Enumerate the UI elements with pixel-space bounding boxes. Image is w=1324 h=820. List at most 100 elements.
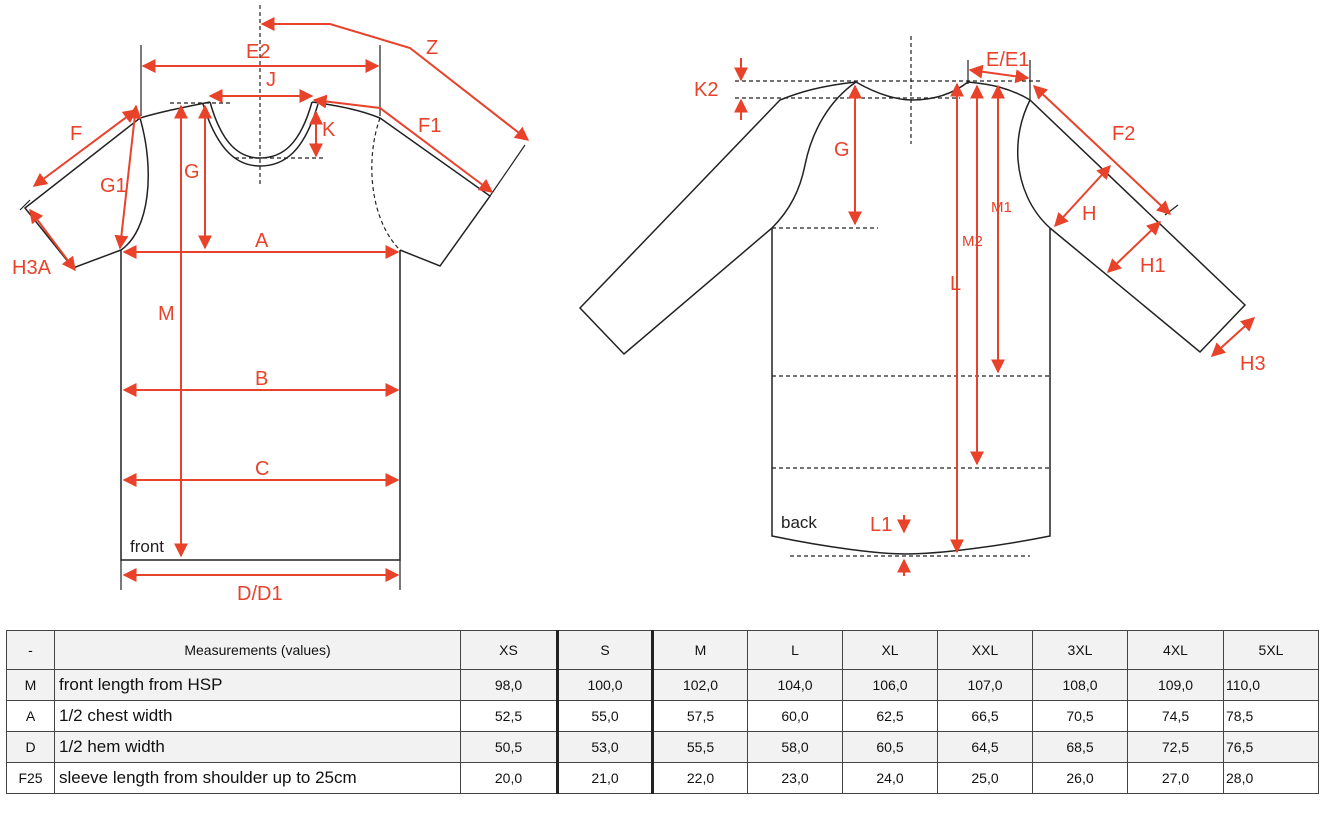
size-chart-table: - Measurements (values) XS S M L XL XXL … (6, 630, 1319, 794)
cell-value: 70,5 (1032, 700, 1128, 732)
cell-value: 50,5 (460, 731, 558, 763)
header-size: L (747, 630, 843, 670)
front-dimension-arrows (29, 17, 530, 582)
back-dimension-arrows (734, 58, 1256, 576)
cell-value: 68,5 (1032, 731, 1128, 763)
cell-value: 55,0 (556, 700, 653, 732)
front-right-armhole (371, 117, 401, 251)
cell-value: 62,5 (842, 700, 938, 732)
row-code: F25 (6, 762, 55, 794)
cell-value: 20,0 (460, 762, 558, 794)
front-body-outline (120, 250, 401, 561)
label-b: B (255, 368, 268, 390)
header-size: 4XL (1127, 630, 1224, 670)
header-code: - (6, 630, 55, 670)
row-code: D (6, 731, 55, 763)
cell-value: 22,0 (651, 762, 748, 794)
cell-value: 60,5 (842, 731, 938, 763)
label-f: F (70, 123, 82, 145)
label-e-e1: E/E1 (986, 49, 1029, 71)
back-left-sleeve (578, 81, 857, 356)
label-f2: F2 (1112, 123, 1135, 145)
cell-value: 64,5 (937, 731, 1033, 763)
header-size: M (651, 630, 748, 670)
label-front: front (130, 537, 164, 556)
cell-value: 23,0 (747, 762, 843, 794)
front-view: Z E2 J F F1 K G1 G A H3A M B C D/D1 fron… (12, 5, 530, 605)
cell-value: 107,0 (937, 669, 1033, 701)
cell-value: 58,0 (747, 731, 843, 763)
label-h: H (1082, 203, 1096, 225)
cell-value: 24,0 (842, 762, 938, 794)
label-k: K (322, 119, 336, 141)
header-description: Measurements (values) (54, 630, 461, 670)
label-a: A (255, 230, 269, 252)
back-body-outline (771, 228, 1051, 555)
header-size: XXL (937, 630, 1033, 670)
cell-value: 98,0 (460, 669, 558, 701)
cell-value: 106,0 (842, 669, 938, 701)
table-row: A 1/2 chest width 52,5 55,0 57,5 60,0 62… (6, 700, 1319, 732)
cell-value: 74,5 (1127, 700, 1224, 732)
cell-value: 28,0 (1223, 762, 1319, 794)
label-m: M (158, 303, 175, 325)
header-size: 3XL (1032, 630, 1128, 670)
cell-value: 26,0 (1032, 762, 1128, 794)
label-back: back (781, 513, 817, 532)
row-description: 1/2 chest width (54, 700, 461, 732)
table-row: F25 sleeve length from shoulder up to 25… (6, 762, 1319, 794)
cell-value: 66,5 (937, 700, 1033, 732)
cell-value: 27,0 (1127, 762, 1224, 794)
row-code: A (6, 700, 55, 732)
label-d-d1: D/D1 (237, 583, 283, 605)
label-g: G (184, 161, 200, 183)
cell-value: 55,5 (651, 731, 748, 763)
garment-diagram: Z E2 J F F1 K G1 G A H3A M B C D/D1 fron… (12, 5, 1266, 605)
label-k2: K2 (694, 79, 718, 101)
label-h3: H3 (1240, 353, 1266, 375)
label-z: Z (426, 37, 438, 59)
label-m2: M2 (962, 233, 983, 250)
header-size: 5XL (1223, 630, 1319, 670)
cell-value: 21,0 (556, 762, 653, 794)
row-code: M (6, 669, 55, 701)
header-size: XS (460, 630, 558, 670)
cell-value: 72,5 (1127, 731, 1224, 763)
cell-value: 53,0 (556, 731, 653, 763)
label-g1: G1 (100, 175, 127, 197)
label-back-g: G (834, 139, 850, 161)
row-description: 1/2 hem width (54, 731, 461, 763)
row-description: sleeve length from shoulder up to 25cm (54, 762, 461, 794)
label-l1: L1 (870, 514, 892, 536)
header-size: S (556, 630, 653, 670)
back-neckline (855, 81, 969, 101)
label-h3a: H3A (12, 257, 52, 279)
cell-value: 104,0 (747, 669, 843, 701)
cell-value: 100,0 (556, 669, 653, 701)
cell-value: 78,5 (1223, 700, 1319, 732)
label-l: L (950, 273, 961, 295)
table-header-row: - Measurements (values) XS S M L XL XXL … (6, 630, 1319, 670)
cell-value: 108,0 (1032, 669, 1128, 701)
label-m1: M1 (991, 199, 1012, 216)
front-right-sleeve (311, 101, 492, 267)
label-j: J (266, 69, 276, 91)
cell-value: 102,0 (651, 669, 748, 701)
cell-value: 57,5 (651, 700, 748, 732)
cell-value: 109,0 (1127, 669, 1224, 701)
label-f1: F1 (418, 115, 441, 137)
cell-value: 76,5 (1223, 731, 1319, 763)
cell-value: 52,5 (460, 700, 558, 732)
label-h1: H1 (1140, 255, 1166, 277)
label-e2: E2 (246, 41, 270, 63)
cell-value: 60,0 (747, 700, 843, 732)
table-row: D 1/2 hem width 50,5 53,0 55,5 58,0 60,5… (6, 731, 1319, 763)
table-row: M front length from HSP 98,0 100,0 102,0… (6, 669, 1319, 701)
label-c: C (255, 458, 269, 480)
row-description: front length from HSP (54, 669, 461, 701)
back-right-sleeve (967, 81, 1247, 354)
cell-value: 110,0 (1223, 669, 1319, 701)
back-view: K2 E/E1 G F2 M1 M2 H H1 L H3 L1 back (578, 36, 1266, 576)
cell-value: 25,0 (937, 762, 1033, 794)
header-size: XL (842, 630, 938, 670)
